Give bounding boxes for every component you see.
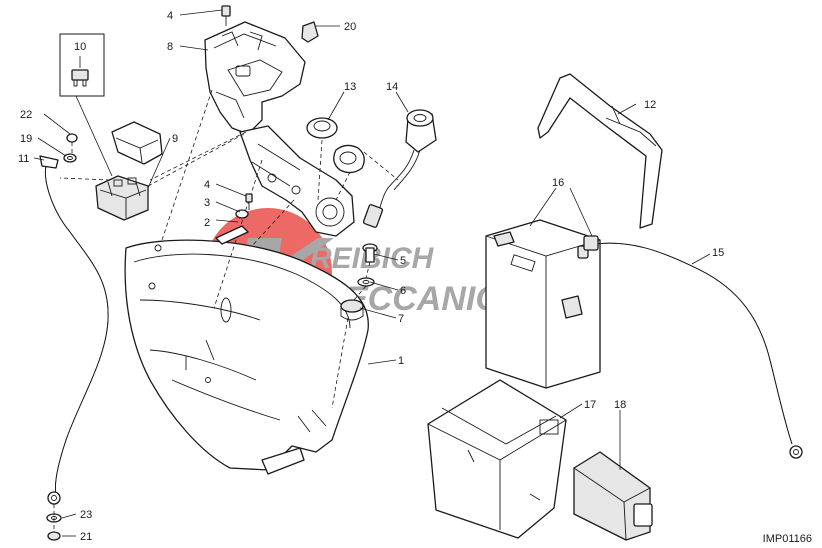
bolt-washer-nut <box>340 243 378 321</box>
fuse-pad-part <box>573 451 653 541</box>
power-socket-part <box>362 109 437 228</box>
callout-19: 19 <box>20 133 32 145</box>
battery-strap-part <box>537 73 663 229</box>
callout-20: 20 <box>344 21 356 33</box>
callout-17: 17 <box>584 399 596 411</box>
callout-9: 9 <box>172 133 178 145</box>
rubber-cap-part <box>306 117 365 201</box>
connector-part <box>301 21 340 43</box>
callout-11: 11 <box>18 153 29 165</box>
left-fasteners <box>46 133 78 541</box>
callout-21: 21 <box>80 531 92 543</box>
bracket-arm-part <box>239 125 355 237</box>
callout-4-middle: 4 <box>204 179 210 191</box>
callout-22: 22 <box>20 109 32 121</box>
positive-cable-part <box>583 235 803 459</box>
battery-part <box>485 219 601 389</box>
battery-box-part <box>427 379 567 539</box>
callout-13: 13 <box>344 81 356 93</box>
callout-16: 16 <box>552 177 564 189</box>
callout-5: 5 <box>400 255 406 267</box>
callout-7: 7 <box>398 313 404 325</box>
callout-14: 14 <box>386 81 398 93</box>
callout-15: 15 <box>712 247 724 259</box>
fuse-inset-box <box>59 33 113 177</box>
tray-fasteners <box>215 5 253 245</box>
battery-tray-part <box>124 239 369 475</box>
callout-labels: 1 2 3 4 4 5 6 7 8 9 10 11 12 13 14 15 16… <box>18 10 724 543</box>
callout-12: 12 <box>644 99 656 111</box>
callout-10: 10 <box>74 41 86 53</box>
relay-cover-part <box>111 121 163 165</box>
callout-6: 6 <box>400 285 406 297</box>
callout-3: 3 <box>204 197 210 209</box>
leader-lines <box>33 9 711 537</box>
negative-cable-part <box>39 155 109 505</box>
callout-1: 1 <box>398 355 404 367</box>
relay-body-part <box>95 175 149 221</box>
upper-bracket-part <box>204 21 306 135</box>
drawing-code: IMP01166 <box>762 533 812 545</box>
callout-18: 18 <box>614 399 626 411</box>
callout-23: 23 <box>80 509 92 521</box>
callout-2: 2 <box>204 217 210 229</box>
callout-8: 8 <box>167 41 173 53</box>
callout-4-top: 4 <box>167 10 173 22</box>
